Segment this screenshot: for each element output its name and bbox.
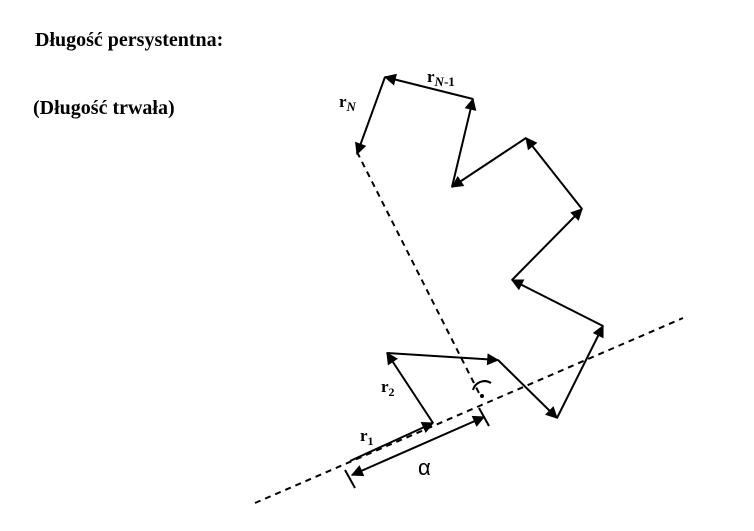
- bond-vector-r8: [525, 137, 583, 210]
- bond-vector-r1: [349, 422, 435, 462]
- bond-vector-rN-1: [383, 73, 474, 100]
- bond-vector-r5: [556, 324, 604, 419]
- chain-axis-dashed-line: [254, 317, 684, 504]
- end-projection-dashed-line: [356, 151, 481, 396]
- right-angle-marker: [472, 380, 492, 391]
- bond-vector-r2: [386, 351, 434, 424]
- alpha-tick-origin: [344, 469, 356, 489]
- label-r1: r1: [360, 426, 374, 448]
- label-alpha: α: [418, 455, 431, 480]
- bond-vector-r6: [510, 279, 604, 327]
- bond-vector-r4: [497, 359, 558, 419]
- bond-vector-r9: [450, 137, 527, 188]
- page-title: Długość persystentna:: [35, 29, 224, 51]
- bond-vector-rN: [355, 76, 386, 156]
- bond-vector-r7: [511, 208, 583, 281]
- label-rN-1: rN-1: [427, 67, 455, 89]
- page-subtitle: (Długość trwała): [33, 97, 175, 119]
- bond-vector-r3: [386, 352, 500, 366]
- label-r2: r2: [381, 377, 395, 399]
- right-angle-dot: [480, 394, 484, 398]
- label-rN: rN: [339, 92, 357, 114]
- alpha-dimension-arrow: [350, 415, 486, 477]
- bond-vector-r10: [451, 97, 477, 188]
